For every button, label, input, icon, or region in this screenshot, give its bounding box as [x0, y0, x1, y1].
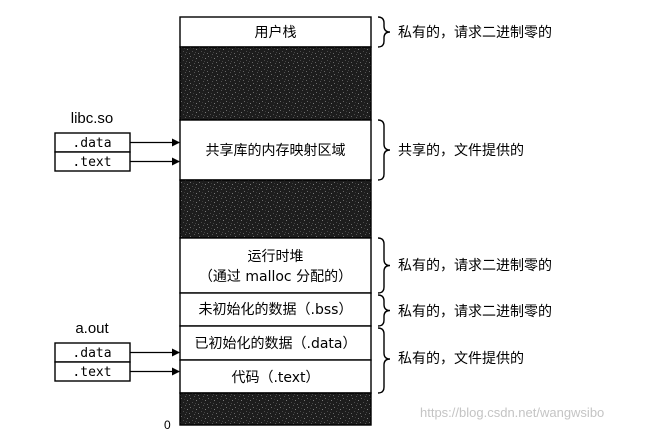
- unused-region-upper: [179, 46, 372, 121]
- unused-region-lower: [179, 392, 372, 426]
- brace-shared-libs: [377, 119, 391, 181]
- annotation-heap: 私有的，请求二进制零的: [398, 258, 552, 274]
- bss-segment: [179, 292, 372, 327]
- heap-label: 运行时堆: [248, 249, 304, 265]
- bss-label: 未初始化的数据（.bss）: [199, 301, 353, 318]
- libc-text-label: .text: [72, 155, 111, 170]
- shared-libs-label: 共享库的内存映射区域: [206, 142, 346, 159]
- libc-file: libc.so .data .text: [54, 110, 180, 172]
- annotations: 私有的，请求二进制零的 共享的，文件提供的 私有的，请求二进制零的 私有的，请求…: [377, 16, 552, 394]
- heap-segment: [179, 237, 372, 294]
- memory-column: 用户栈 共享库的内存映射区域 运行时堆 （通过 malloc 分配的） 未初始化…: [164, 16, 372, 432]
- heap-sublabel: （通过 malloc 分配的）: [199, 269, 352, 285]
- user-stack-label: 用户栈: [255, 24, 297, 41]
- unused-region-middle: [179, 179, 372, 239]
- text-segment: [179, 359, 372, 394]
- brace-data-text: [377, 327, 391, 394]
- annotation-bss: 私有的，请求二进制零的: [398, 304, 552, 320]
- aout-text-label: .text: [72, 365, 111, 380]
- brace-user-stack: [377, 16, 391, 48]
- brace-bss: [377, 294, 391, 327]
- zero-address-label: 0: [164, 418, 171, 432]
- libc-file-name: libc.so: [71, 110, 114, 127]
- user-stack-segment: [179, 16, 372, 48]
- aout-file-name: a.out: [75, 320, 109, 337]
- shared-libs-segment: [179, 119, 372, 181]
- aout-file: a.out .data .text: [54, 320, 180, 382]
- aout-data-label: .data: [72, 346, 111, 361]
- brace-heap: [377, 237, 391, 294]
- text-label: 代码（.text）: [231, 370, 319, 386]
- data-label: 已初始化的数据（.data）: [195, 335, 357, 352]
- watermark: https://blog.csdn.net/wangwsibo: [420, 405, 604, 420]
- annotation-shared-libs: 共享的，文件提供的: [398, 142, 524, 159]
- annotation-user-stack: 私有的，请求二进制零的: [398, 25, 552, 41]
- libc-data-label: .data: [72, 136, 111, 151]
- annotation-data-text: 私有的，文件提供的: [398, 351, 524, 367]
